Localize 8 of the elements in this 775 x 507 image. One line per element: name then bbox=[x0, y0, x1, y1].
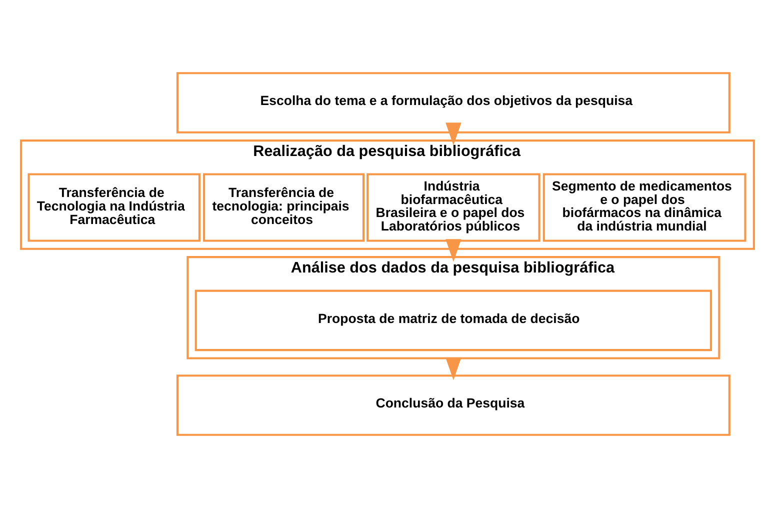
arrow bbox=[446, 238, 462, 262]
node-box: Segmento de medicamentos e o papel dos biofármacos na dinâmica da indústria mundial bbox=[542, 172, 746, 242]
node-box: Transferência de tecnologia: principais conceitos bbox=[203, 172, 364, 242]
node-box: Indústria biofarmacêutica Brasileira e o papel dos Laboratórios públicos bbox=[366, 172, 540, 242]
node-box: Proposta de matriz de tomada de decisão bbox=[194, 289, 712, 351]
arrow bbox=[446, 122, 462, 145]
node-box: Conclusão da Pesquisa bbox=[176, 374, 730, 436]
node-box: Transferência de Tecnologia na Indústria Farmacêutica bbox=[28, 172, 200, 242]
